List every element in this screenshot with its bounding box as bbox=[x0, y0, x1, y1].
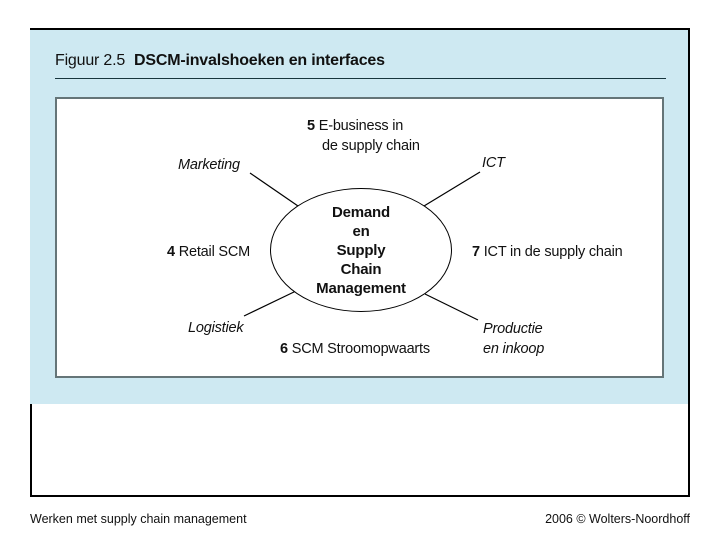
connector-ict bbox=[423, 171, 481, 207]
connector-logistiek bbox=[243, 290, 297, 317]
figure-number-label: Figuur 2.5 bbox=[55, 52, 126, 69]
center-line-5: Management bbox=[316, 279, 406, 297]
figure-title: DSCM-invalshoeken en interfaces bbox=[134, 52, 385, 69]
figure-heading: Figuur 2.5 DSCM-invalshoeken en interface… bbox=[55, 52, 385, 70]
title-rule bbox=[55, 78, 666, 79]
label-ict-supply-chain-number: 7 bbox=[472, 244, 480, 260]
label-ict: ICT bbox=[482, 155, 505, 171]
connector-lines bbox=[243, 171, 481, 321]
label-scm-stroomopwaarts: 6 SCM Stroomopwaarts bbox=[280, 341, 430, 357]
diagram-box: Demand en Supply Chain Management 5 E-bu… bbox=[55, 97, 664, 378]
label-marketing: Marketing bbox=[178, 157, 240, 173]
connector-productie bbox=[424, 293, 479, 321]
label-ebusiness-line1: 5 E-business in bbox=[307, 118, 404, 134]
label-ebusiness: 5 E-business in de supply chain bbox=[307, 116, 420, 156]
label-ebusiness-line2: de supply chain bbox=[322, 138, 420, 154]
slide-frame: Figuur 2.5 DSCM-invalshoeken en interface… bbox=[30, 28, 690, 497]
footer-book-title: Werken met supply chain management bbox=[30, 512, 247, 526]
label-retail-number: 4 bbox=[167, 244, 175, 260]
center-line-4: Chain bbox=[340, 260, 382, 278]
label-scm-stroomopwaarts-number: 6 bbox=[280, 341, 288, 357]
center-line-1: Demand bbox=[332, 203, 390, 221]
figure-panel: Figuur 2.5 DSCM-invalshoeken en interface… bbox=[30, 30, 688, 404]
footer-copyright: 2006 © Wolters-Noordhoff bbox=[545, 512, 690, 526]
label-logistiek: Logistiek bbox=[188, 320, 244, 336]
label-productie-en-inkoop: Productie en inkoop bbox=[483, 321, 545, 357]
label-retail-scm: 4 Retail SCM bbox=[167, 244, 251, 260]
center-line-3: Supply bbox=[336, 241, 386, 259]
center-line-2: en bbox=[352, 222, 370, 240]
connector-marketing bbox=[249, 172, 299, 207]
center-ellipse: Demand en Supply Chain Management bbox=[270, 188, 452, 312]
label-ict-supply-chain: 7 ICT in de supply chain bbox=[472, 244, 623, 260]
label-ebusiness-number: 5 bbox=[307, 118, 315, 134]
